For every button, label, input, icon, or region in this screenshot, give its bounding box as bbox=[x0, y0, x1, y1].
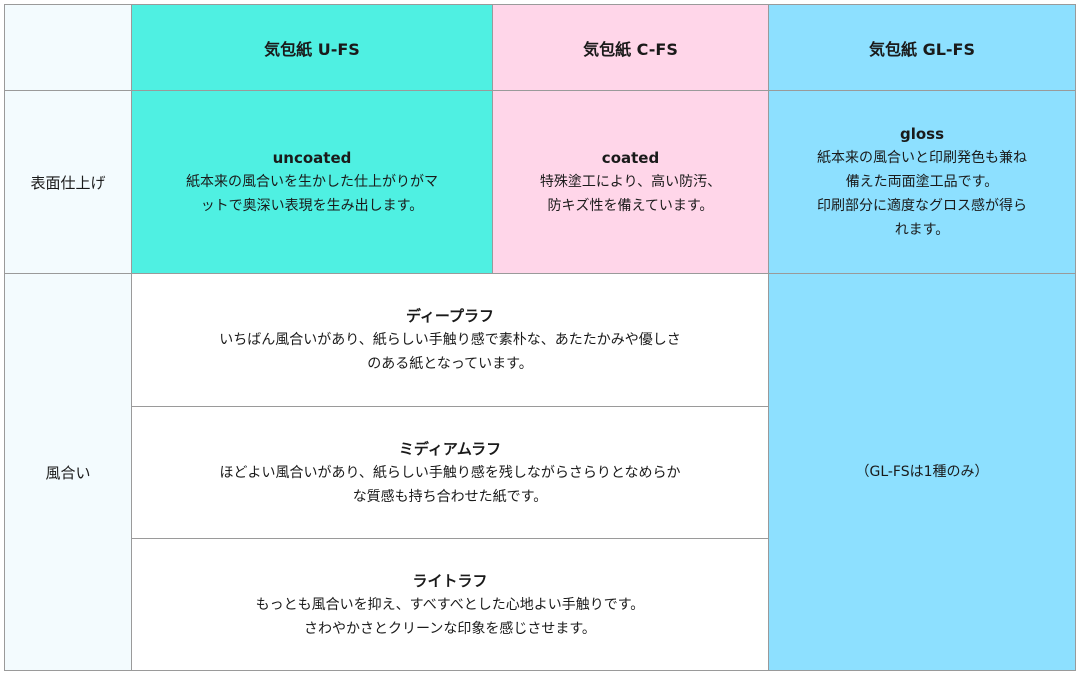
texture-deep-rough-cell: ディープラフ いちばん風合いがあり、紙らしい手触り感で素朴な、あたたかみや優しさ… bbox=[131, 273, 769, 407]
texture-glfs-cell: （GL-FSは1種のみ） bbox=[768, 273, 1076, 671]
deep-rough-desc: いちばん風合いがあり、紙らしい手触り感で素朴な、あたたかみや優しさ のある紙とな… bbox=[219, 332, 681, 372]
medium-rough-desc: ほどよい風合いがあり、紙らしい手触り感を残しながらさらりとなめらか な質感も持ち… bbox=[219, 464, 681, 505]
column-header-ufs: 気包紙 U-FS bbox=[131, 4, 493, 91]
glfs-single-type-note: （GL-FSは1種のみ） bbox=[855, 464, 989, 480]
surface-glfs-cell: gloss 紙本来の風合いと印刷発色も兼ね 備えた両面塗工品です。 印刷部分に適… bbox=[768, 90, 1076, 274]
column-header-cfs: 気包紙 C-FS bbox=[492, 4, 769, 91]
texture-light-rough-cell: ライトラフ もっとも風合いを抑え、すべすべとした心地よい手触りです。 さわやかさ… bbox=[131, 538, 769, 671]
light-rough-title: ライトラフ bbox=[412, 571, 488, 590]
ufs-header-label: 気包紙 U-FS bbox=[264, 39, 360, 59]
cfs-header-label: 気包紙 C-FS bbox=[583, 39, 678, 59]
light-rough-desc: もっとも風合いを抑え、すべすべとした心地よい手触りです。 さわやかさとクリーンな… bbox=[255, 596, 645, 637]
surface-glfs-desc: 紙本来の風合いと印刷発色も兼ね 備えた両面塗工品です。 印刷部分に適度なグロス感… bbox=[817, 150, 1027, 238]
texture-row-label: 風合い bbox=[45, 463, 91, 482]
column-header-glfs: 気包紙 GL-FS bbox=[768, 4, 1076, 91]
row-header-texture: 風合い bbox=[4, 273, 132, 671]
surface-row-label: 表面仕上げ bbox=[30, 173, 106, 192]
surface-cfs-desc: 特殊塗工により、高い防汚、 防キズ性を備えています。 bbox=[539, 174, 722, 214]
glfs-header-label: 気包紙 GL-FS bbox=[869, 39, 975, 59]
surface-ufs-title: uncoated bbox=[272, 149, 352, 167]
surface-cfs-title: coated bbox=[601, 149, 660, 167]
texture-medium-rough-cell: ミディアムラフ ほどよい風合いがあり、紙らしい手触り感を残しながらさらりとなめら… bbox=[131, 406, 769, 539]
deep-rough-title: ディープラフ bbox=[405, 307, 495, 325]
surface-ufs-cell: uncoated 紙本来の風合いを生かした仕上がりがマ ットで奥深い表現を生み出… bbox=[131, 90, 493, 274]
medium-rough-title: ミディアムラフ bbox=[398, 439, 502, 458]
corner-cell bbox=[4, 4, 132, 91]
surface-glfs-title: gloss bbox=[899, 125, 945, 143]
surface-cfs-cell: coated 特殊塗工により、高い防汚、 防キズ性を備えています。 bbox=[492, 90, 769, 274]
surface-ufs-desc: 紙本来の風合いを生かした仕上がりがマ ットで奥深い表現を生み出します。 bbox=[186, 174, 438, 214]
row-header-surface: 表面仕上げ bbox=[4, 90, 132, 274]
